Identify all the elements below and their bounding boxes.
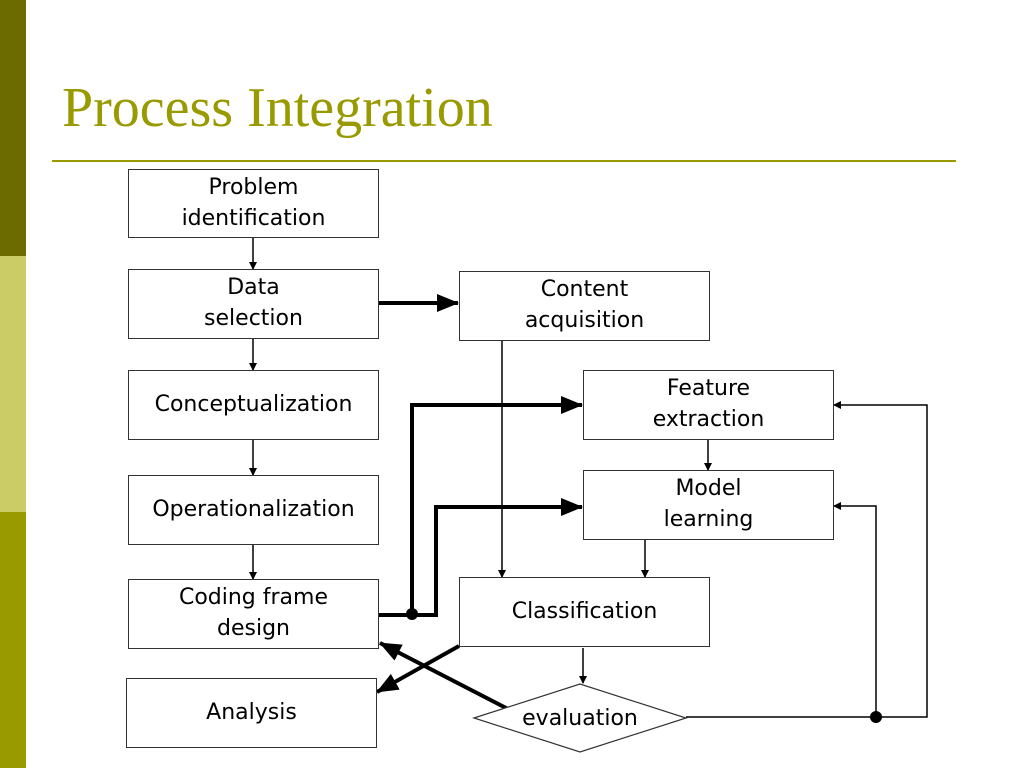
node-feature-extraction: Feature extraction	[583, 370, 834, 440]
edge-coding-to-feature	[379, 396, 583, 617]
node-operationalization: Operationalization	[128, 475, 379, 545]
edge-feedback-to-feature	[833, 401, 928, 718]
edge-classification-to-analysis	[376, 644, 460, 694]
node-evaluation-label: evaluation	[522, 705, 638, 731]
edge-coding-to-model	[412, 498, 583, 617]
node-model-learning: Model learning	[583, 470, 834, 540]
node-analysis: Analysis	[126, 678, 377, 748]
edge-feedback-to-model	[833, 502, 877, 717]
sidebar-stripe-bottom	[0, 512, 26, 768]
junction-feedback	[870, 711, 882, 723]
edge-evaluation-to-coding	[379, 641, 509, 711]
sidebar-stripe-middle	[0, 256, 26, 512]
slide-title: Process Integration	[62, 77, 493, 139]
node-problem-identification: Problem identification	[128, 169, 379, 238]
node-content-acquisition: Content acquisition	[459, 271, 710, 341]
node-coding-frame-design: Coding frame design	[128, 579, 379, 649]
evaluation-diamond	[472, 683, 688, 753]
node-data-selection: Data selection	[128, 269, 379, 339]
node-classification: Classification	[459, 577, 710, 647]
node-conceptualization: Conceptualization	[128, 370, 379, 440]
sidebar-stripe-top	[0, 0, 26, 256]
title-underline	[52, 160, 956, 162]
junction-coding-branch	[406, 608, 418, 620]
